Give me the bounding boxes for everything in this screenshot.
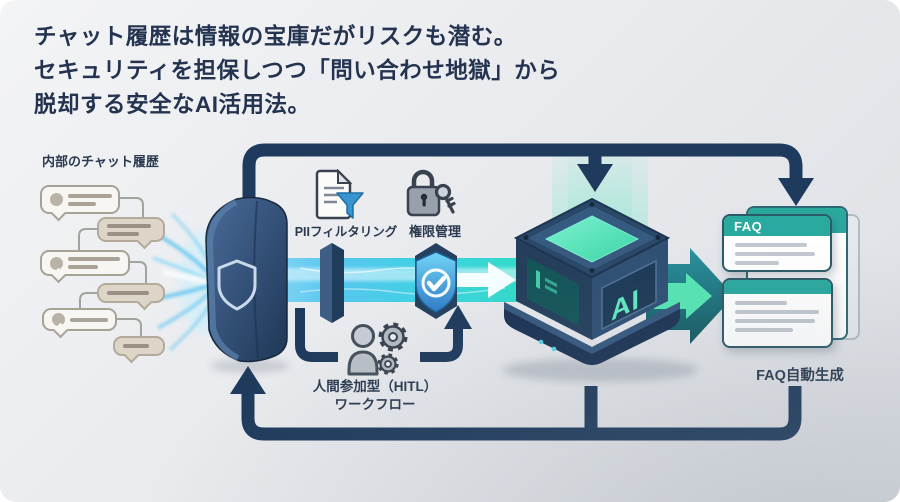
headline-line-3: 脱却する安全なAI活用法。 [34, 91, 311, 117]
text-line [735, 328, 793, 332]
text-line [123, 344, 149, 348]
text-line [107, 291, 149, 295]
text-line [70, 317, 108, 322]
chat-history-label: 内部のチャット履歴 [42, 154, 159, 169]
shield-check-icon [415, 243, 457, 319]
hitl-label: 人間参加型（HITL） ワークフロー [300, 378, 450, 414]
headline-line-1: チャット履歴は情報の宝庫だがリスクも潜む。 [34, 24, 517, 49]
faq-card-bottom [722, 278, 833, 348]
bottom-flow-arrow [230, 366, 802, 441]
text-line [68, 265, 98, 269]
text-line [107, 223, 151, 228]
chat-bubble [40, 250, 130, 283]
chat-bubble [42, 308, 117, 338]
faq-card-top: FAQ [722, 214, 832, 272]
pii-filtering-label: PIIフィルタリング [294, 225, 398, 239]
text-line [107, 231, 139, 236]
cube-led [538, 339, 544, 345]
text-line [735, 243, 807, 247]
text-line [68, 257, 120, 261]
text-line [735, 252, 815, 256]
top-flow-arrow [242, 143, 814, 206]
faq-generation-label: FAQ自動生成 [756, 368, 844, 384]
avatar [50, 193, 63, 206]
text-line [68, 201, 96, 206]
arrowhead-into-cube [577, 164, 613, 192]
chat-bubble [40, 185, 120, 221]
screen-glyphs [536, 270, 557, 295]
text-line [735, 319, 815, 323]
lock-and-key-icon [406, 169, 456, 217]
avatar [50, 256, 63, 270]
secure-pipeline [255, 258, 525, 302]
chat-bubble [97, 217, 165, 249]
arrowhead-into-gate [230, 366, 266, 394]
cube-led [551, 346, 557, 352]
text-line [735, 310, 819, 314]
pipe-clamp [320, 243, 344, 323]
person-with-gears-icon [347, 322, 408, 376]
headline: チャット履歴は情報の宝庫だがリスクも潜む。 セキュリティを担保しつつ「問い合わせ… [34, 20, 560, 121]
faq-card-header: FAQ [724, 216, 830, 236]
cube-ai-panel [601, 259, 657, 331]
text-line [68, 193, 112, 198]
hitl-connector-arrow [295, 305, 472, 362]
headline-line-2: セキュリティを担保しつつ「問い合わせ地獄」から [34, 57, 561, 83]
arrowhead-into-faq [778, 178, 814, 206]
hitl-label-line-2: ワークフロー [334, 397, 416, 413]
text-line [735, 301, 787, 305]
permission-label: 権限管理 [408, 224, 461, 239]
hitl-label-line-1: 人間参加型（HITL） [312, 379, 438, 394]
chat-bubble [97, 283, 165, 310]
chat-thread-lines [78, 197, 147, 337]
document-funnel-icon [315, 168, 364, 220]
shield-outline-icon [217, 259, 257, 311]
pipe-flow-arrow [455, 262, 516, 298]
security-gate [205, 196, 290, 373]
chat-bubble [113, 336, 165, 363]
arrowhead-into-pipe [444, 305, 472, 329]
avatar [52, 313, 65, 326]
text-line [735, 261, 779, 265]
